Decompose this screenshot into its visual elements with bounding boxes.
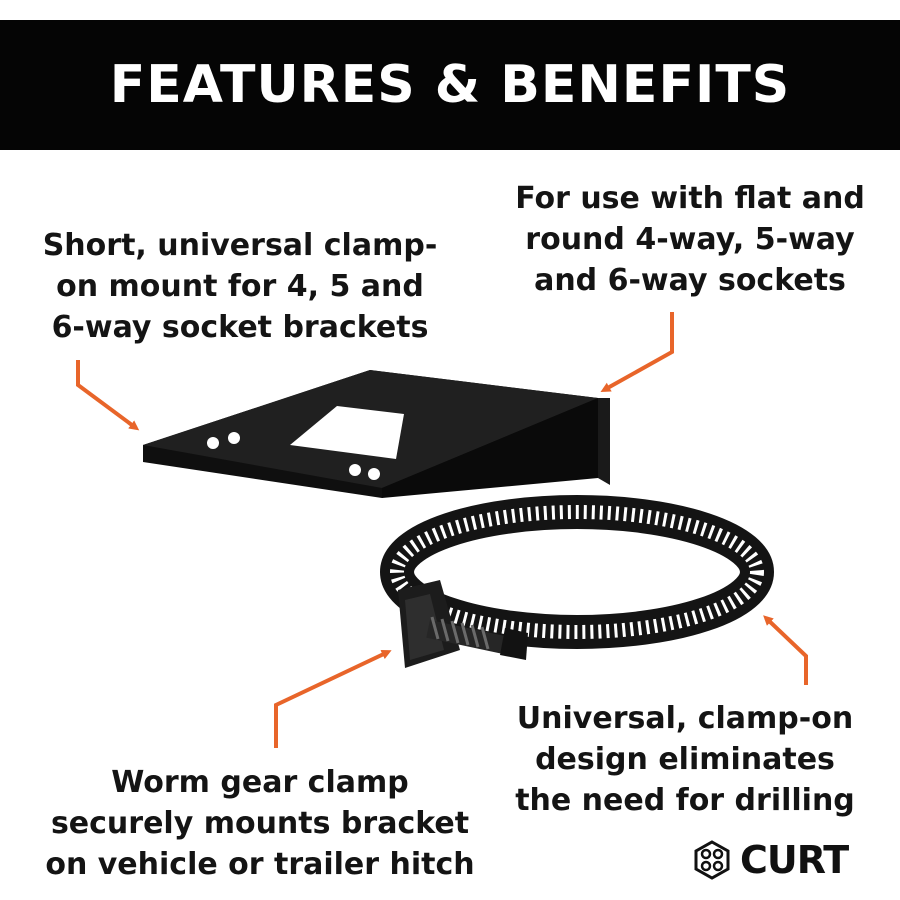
worm-gear-clamp [380,495,774,668]
caption-line: Short, universal clamp- [42,228,438,263]
caption-line: For use with flat and [515,181,865,216]
callout-arrows [76,312,808,748]
caption-line: securely mounts bracket [50,806,470,841]
header-banner: FEATURES & BENEFITS [0,20,900,150]
bracket-plate [143,370,610,498]
caption-line: and 6-way sockets [534,263,846,298]
caption-socket-compat: For use with flat and round 4-way, 5-way… [500,178,880,301]
caption-line: 6-way socket brackets [51,310,429,345]
banner-title: FEATURES & BENEFITS [109,55,791,115]
caption-line: round 4-way, 5-way [525,222,855,257]
curt-logo: CURT [692,836,849,884]
caption-line: on vehicle or trailer hitch [45,847,475,882]
caption-no-drilling: Universal, clamp-on design eliminates th… [495,698,875,821]
curt-wordmark: CURT [740,838,849,882]
caption-line: design eliminates [535,742,835,777]
curt-hex-logo-icon [694,840,730,880]
caption-line: the need for drilling [515,783,855,818]
caption-clamp-mount: Short, universal clamp- on mount for 4, … [20,225,460,348]
caption-line: Universal, clamp-on [516,701,854,736]
worm-screw [426,616,528,660]
caption-worm-gear: Worm gear clamp securely mounts bracket … [20,762,500,885]
caption-line: on mount for 4, 5 and [56,269,424,304]
caption-line: Worm gear clamp [111,765,409,800]
